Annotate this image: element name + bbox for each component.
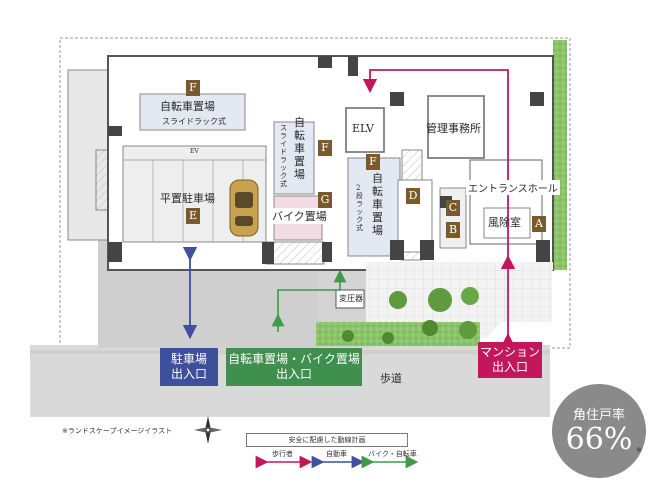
transformer-box bbox=[335, 289, 365, 309]
mansion-entrance-line2: 出入口 bbox=[491, 360, 528, 374]
badge-b: B bbox=[446, 222, 460, 238]
slide-rack-vertical-label: スライドラック式 bbox=[280, 124, 287, 188]
parking-label: 平置駐車場 bbox=[160, 192, 215, 205]
corner-ratio-value: 66% bbox=[565, 422, 633, 457]
badge-f-top: F bbox=[186, 80, 200, 96]
elv-room bbox=[345, 107, 385, 153]
two-tier-rack-label: 2段ラック式 bbox=[356, 184, 363, 232]
corner-unit-ratio-badge: 角住戸率 66% bbox=[552, 384, 646, 478]
badge-d: D bbox=[406, 188, 420, 204]
legend-bike: バイク・自転車 bbox=[368, 450, 417, 458]
bike-entrance-line2: 出入口 bbox=[275, 367, 312, 381]
badge-f-mid: F bbox=[318, 140, 332, 156]
windbreak-room-box bbox=[483, 207, 531, 239]
windbreak-room-label: 風除室 bbox=[488, 216, 521, 229]
corner-ratio-label: 角住戸率 bbox=[572, 408, 625, 423]
compass-icon bbox=[194, 416, 222, 444]
bike-parking-mid-room bbox=[273, 121, 315, 195]
ev-label: EV bbox=[190, 148, 199, 155]
management-office-room bbox=[427, 95, 485, 159]
parking-entrance-box: 駐車場 出入口 bbox=[160, 348, 218, 386]
green-strip bbox=[553, 40, 567, 270]
mansion-entrance-box: マンション 出入口 bbox=[478, 342, 542, 378]
elv-label: ELV bbox=[352, 122, 374, 135]
legend-title: 安全に配慮した動線計画 bbox=[246, 433, 408, 447]
car-icon bbox=[229, 179, 259, 237]
badge-g: G bbox=[318, 192, 332, 208]
bike-parking-mid-label: 自転車置場 bbox=[294, 116, 305, 181]
ratio-asterisk: ※ bbox=[636, 446, 642, 454]
bike-parking-top-room bbox=[139, 93, 246, 131]
planting-bed-front bbox=[316, 322, 480, 346]
mid-hatch bbox=[265, 241, 325, 265]
badge-e: E bbox=[186, 208, 200, 224]
legend-car: 自動車 bbox=[326, 450, 347, 458]
tree-cluster bbox=[342, 287, 479, 344]
bike-entrance-line1: 自転車置場・バイク置場 bbox=[228, 352, 360, 366]
parking-entrance-line1: 駐車場 bbox=[170, 352, 207, 366]
bike-parking-top-label: 自転車置場 bbox=[160, 100, 215, 113]
badge-c: C bbox=[446, 200, 460, 216]
bike-entrance-box: 自転車置場・バイク置場 出入口 bbox=[226, 348, 362, 386]
management-office-label: 管理事務所 bbox=[426, 122, 481, 135]
bike-route bbox=[277, 269, 347, 324]
mansion-entrance-line1: マンション bbox=[479, 345, 540, 359]
bike-parking-right-label: 自転車置場 bbox=[372, 172, 383, 237]
badge-a: A bbox=[532, 216, 546, 232]
parking-entrance-line2: 出入口 bbox=[170, 367, 207, 381]
landscape-note: ※ランドスケープイメージイラスト bbox=[62, 427, 173, 435]
bike-lot-label: バイク置場 bbox=[270, 208, 329, 224]
legend-pedestrian: 歩行者 bbox=[272, 450, 293, 458]
transformer-label: 変圧器 bbox=[339, 294, 363, 303]
structural-columns bbox=[108, 56, 550, 264]
badge-f-right: F bbox=[366, 154, 380, 170]
entrance-hall-label: エントランスホール bbox=[466, 180, 560, 195]
sidewalk-label: 歩道 bbox=[380, 372, 402, 385]
pedestrian-route bbox=[362, 69, 509, 262]
slide-rack-label: スライドラック式 bbox=[162, 117, 226, 126]
